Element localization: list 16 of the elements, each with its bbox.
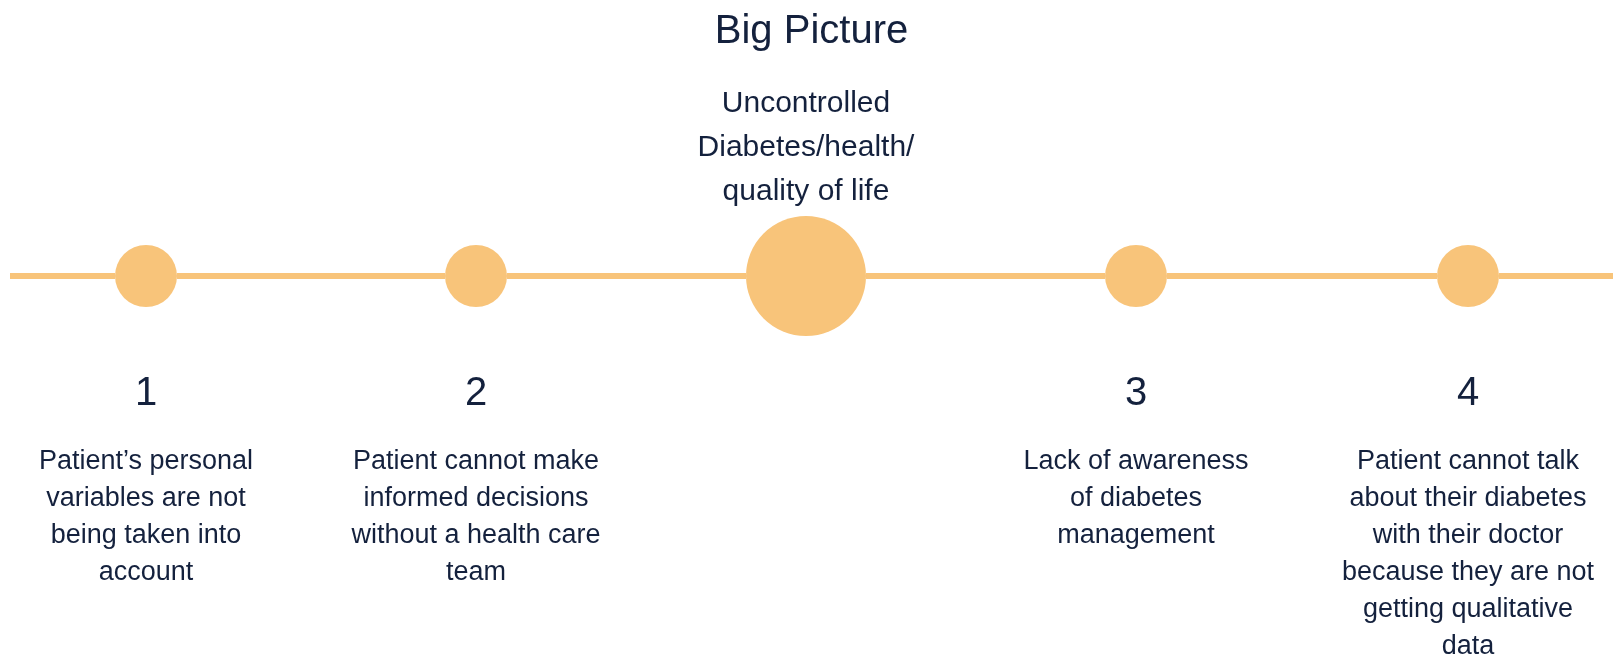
- step-number: 4: [1455, 368, 1481, 414]
- timeline-line: [1167, 273, 1437, 279]
- timeline-line: [10, 273, 115, 279]
- timeline-line: [1499, 273, 1613, 279]
- step-description: Patient cannot talk about their diabetes with their doctor because they are not getting qualitative data: [1340, 444, 1596, 662]
- step-number: 2: [463, 368, 489, 414]
- step-description: Lack of awareness of diabetes management: [1022, 444, 1250, 551]
- step-number: 3: [1123, 368, 1149, 414]
- timeline-line: [866, 273, 1105, 279]
- timeline-line: [177, 273, 445, 279]
- step-description: Patient’s personal variables are not being taken into account: [37, 444, 255, 588]
- step-description: Patient cannot make informed decisions without a health care team: [351, 444, 601, 588]
- central-caption: Uncontrolled Diabetes/health/ quality of life: [696, 84, 916, 208]
- step-number: 1: [133, 368, 159, 414]
- diagram-title: Big Picture: [713, 6, 910, 52]
- timeline-line: [507, 273, 746, 279]
